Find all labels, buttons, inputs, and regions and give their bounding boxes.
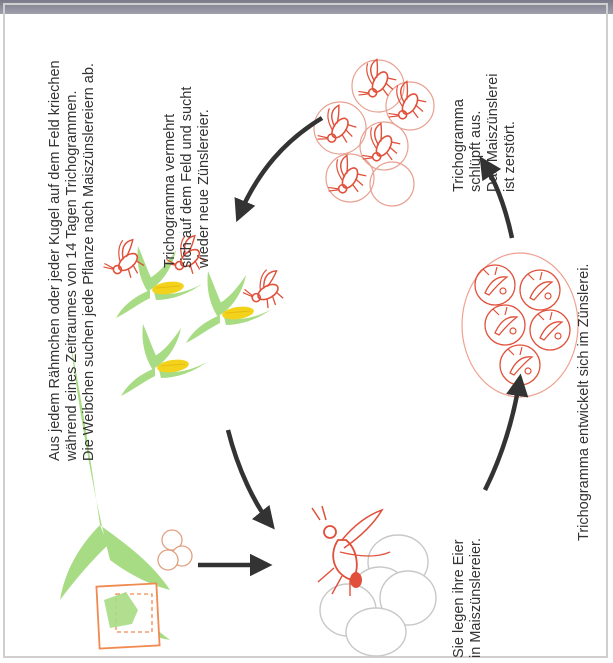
caption-multiply-line-1: Trichogramma vermehrt: [162, 48, 179, 268]
caption-hatch-line-3: Das Maiszünslerei: [485, 22, 502, 192]
arrow-hatch-to-plants: [238, 118, 322, 218]
caption-release-line-2: während eines Zeitraumes von 14 Tagen Tr…: [64, 11, 81, 461]
caption-multiply: Trichogramma vermehrt sich auf dem Feld …: [162, 48, 214, 268]
arrow-plants-to-eggs: [228, 430, 272, 526]
caption-develop-line: Trichogramma entwickelt sich im Zünslere…: [576, 181, 593, 541]
caption-hatch-line-1: Trichogramma: [451, 22, 468, 192]
caption-lay: Sie legen ihre Eier in Maiszünslereier.: [451, 488, 487, 658]
caption-lay-line-1: Sie legen ihre Eier: [451, 488, 468, 658]
caption-hatch-line-2: schlüpft aus.: [468, 22, 485, 192]
caption-multiply-line-2: sich auf dem Feld und sucht: [179, 48, 196, 268]
caption-hatch: Trichogramma schlüpft aus. Das Maiszünsl…: [451, 22, 521, 192]
caption-develop: Trichogramma entwickelt sich im Zünslere…: [576, 181, 594, 541]
caption-hatch-line-4: ist zerstört.: [502, 22, 519, 192]
caption-multiply-line-3: wieder neue Zünslereier.: [196, 48, 213, 268]
caption-release: Aus jedem Rähmchen oder jeder Kugel auf …: [47, 11, 99, 461]
caption-release-line-3: Die Weibchen suchen jede Pflanze nach Ma…: [81, 11, 98, 461]
eggs-laying-illustration: [312, 506, 436, 656]
arrow-eggs-to-larvae: [485, 378, 520, 490]
emerging-wasps-illustration: [311, 56, 434, 206]
developing-larvae-illustration: [462, 253, 578, 397]
caption-lay-line-2: in Maiszünslereier.: [468, 488, 485, 658]
caption-release-line-1: Aus jedem Rähmchen oder jeder Kugel auf …: [47, 11, 64, 461]
